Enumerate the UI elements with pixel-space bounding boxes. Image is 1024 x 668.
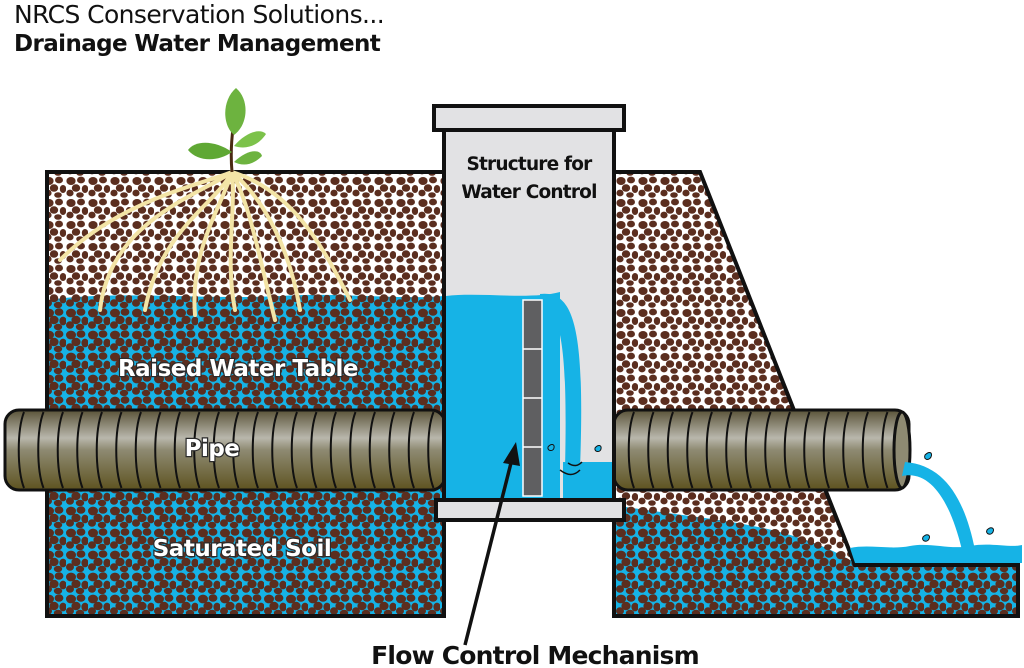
structure-water-upstream [446,292,560,498]
drainage-pipe-left [3,408,447,492]
structure-cap [432,104,626,132]
plant-roots [58,170,352,322]
pipe-rib [95,411,103,489]
outflow-stream [902,452,994,550]
pipe-rib [173,411,181,489]
pipe-rib [329,411,337,489]
pipe-rib [881,411,889,489]
overflow-cascade [540,293,582,470]
pipe-rib [764,411,772,489]
pipe-rib [212,411,220,489]
pipe-label: Pipe [185,436,240,462]
pipe-rib [232,411,240,489]
pipe-rib [251,411,259,489]
pipe-rib [154,411,162,489]
pipe-rib [310,411,318,489]
flow-control-arrow [463,442,520,646]
flow-control-label: Flow Control Mechanism [371,641,699,668]
pipe-rib [686,411,694,489]
pipe-rib [666,411,674,489]
pipe-rib [861,411,869,489]
pipe-rib [627,411,635,489]
pipe-rib [647,411,655,489]
header-title: Drainage Water Management [14,31,381,57]
pipe-rib [290,411,298,489]
flow-control-boards [522,299,543,497]
header-subtitle: NRCS Conservation Solutions... [14,0,385,29]
title-block: NRCS Conservation Solutions... Drainage … [14,0,385,57]
drainage-pipe-right [612,408,912,492]
pipe-rib [822,411,830,489]
pipe-rib [115,411,123,489]
raised-water-table-label: Raised Water Table [118,356,358,382]
pipe-rib [783,411,791,489]
water-control-structure [432,104,626,522]
pipe-rib [427,411,435,489]
structure-label-line2: Water Control [461,182,596,203]
right-soil-block [612,170,1020,618]
pipe-rib [193,411,201,489]
pipe-rib [76,411,84,489]
pipe-rib [744,411,752,489]
pipe-rib [17,411,25,489]
saturated-soil-label: Saturated Soil [153,536,332,562]
pipe-rib [842,411,850,489]
pipe-rib [407,411,415,489]
structure-label-line1: Structure for [466,154,593,175]
pipe-rib [37,411,45,489]
structure-base [434,498,626,522]
pipe-rib [388,411,396,489]
plant-sprout-icon [188,88,266,173]
pipe-rib [705,411,713,489]
pipe-rib [56,411,64,489]
pipe-rib [368,411,376,489]
pipe-rib [725,411,733,489]
pipe-rib [349,411,357,489]
pipe-rib [134,411,142,489]
pipe-rib [803,411,811,489]
outlet-pool [850,544,1022,563]
pipe-rib [271,411,279,489]
